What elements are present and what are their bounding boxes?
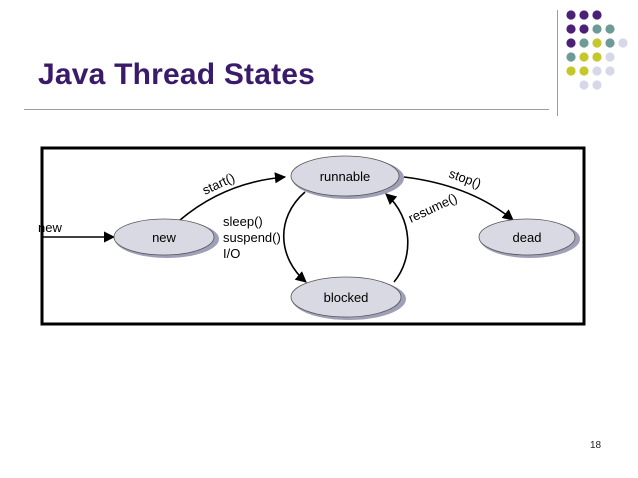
state-runnable: runnable (290, 155, 404, 199)
state-blocked: blocked (290, 276, 406, 320)
state-runnable-label: runnable (320, 169, 371, 184)
state-new-label: new (152, 230, 176, 245)
state-dead: dead (478, 218, 580, 258)
slide-title: Java Thread States (38, 58, 316, 91)
dot-row-6 (579, 80, 602, 90)
label-suspend: suspend() (223, 230, 281, 245)
dot-row-3 (566, 38, 628, 48)
label-io: I/O (223, 246, 240, 261)
dot-row-4 (566, 52, 615, 62)
arrow-resume (385, 193, 409, 283)
arrow-stop (403, 176, 514, 221)
decorative-horizontal-rule (24, 109, 549, 110)
state-blocked-label: blocked (324, 290, 369, 305)
decorative-dot-grid (566, 10, 628, 90)
label-sleep: sleep() (223, 214, 263, 229)
dot-row-2 (566, 24, 615, 34)
state-new: new (113, 218, 219, 258)
arrow-start (179, 172, 287, 221)
dot-row-5 (566, 66, 615, 76)
state-dead-label: dead (513, 230, 542, 245)
thread-state-diagram: new start() stop() resume() sleep() susp… (38, 146, 586, 326)
page-number: 18 (590, 440, 602, 451)
dot-row-1 (566, 10, 602, 20)
decorative-vertical-rule (557, 10, 558, 116)
entry-label: new (38, 220, 62, 235)
arrow-block (282, 191, 307, 283)
